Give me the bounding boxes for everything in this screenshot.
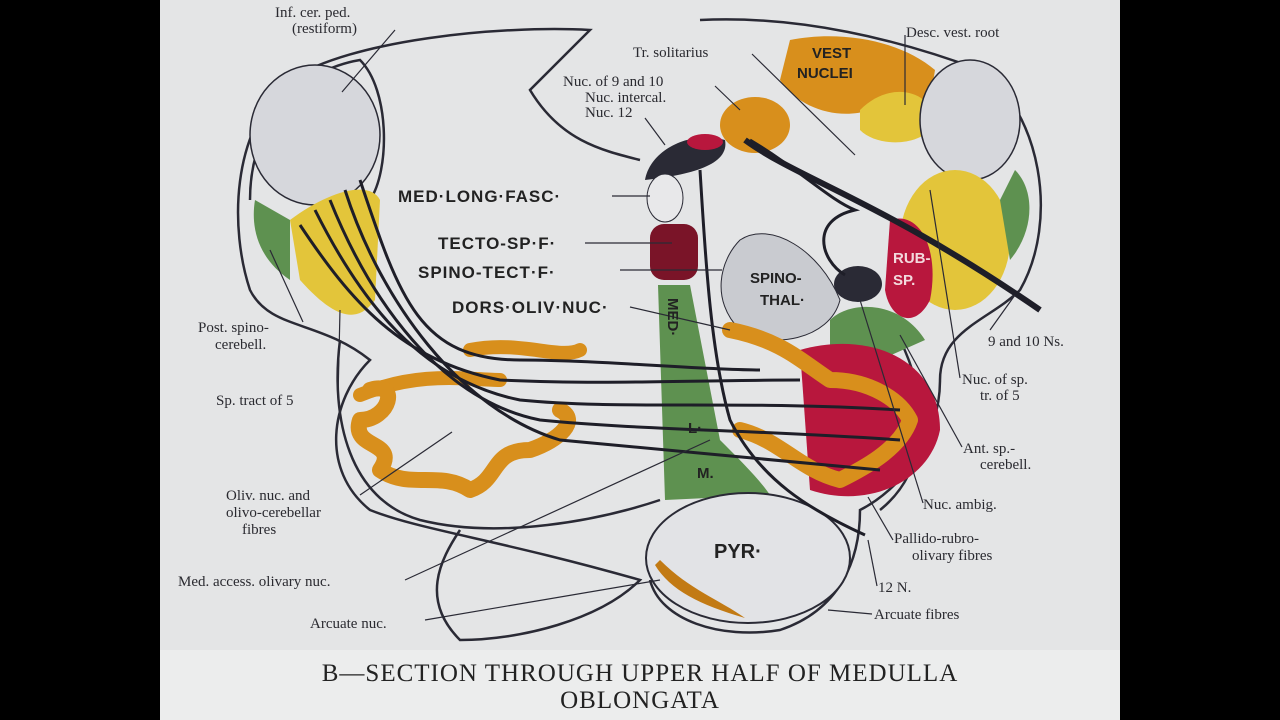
label-med-access: Med. access. olivary nuc.	[178, 574, 331, 590]
label-lem-m: M.	[697, 465, 714, 482]
caption-line-2: OBLONGATA	[560, 687, 720, 714]
label-arcuate-fibres: Arcuate fibres	[874, 607, 960, 623]
label-spino-tect: SPINO-TECT·F·	[418, 263, 556, 282]
post-spinocerebellar-tract	[253, 200, 290, 280]
label-tr-of-5: tr. of 5	[980, 388, 1020, 404]
med-long-fasc	[646, 173, 684, 223]
label-desc-vest-root: Desc. vest. root	[906, 25, 1000, 41]
label-oliv-nuc: Oliv. nuc. and	[226, 488, 311, 504]
vagus-fibres	[743, 137, 1042, 313]
label-post-spino: Post. spino-	[198, 320, 269, 336]
label-nuclei: NUCLEI	[797, 65, 853, 82]
label-pallido: Pallido-rubro-	[894, 531, 979, 547]
label-inf-cer-ped: Inf. cer. ped.	[275, 5, 351, 21]
olivo-cerebellar-fibre	[328, 199, 901, 442]
label-fibres: fibres	[242, 522, 277, 538]
label-olivo-cereb: olivo-cerebellar	[226, 505, 321, 521]
hypoglossal-nerve-12n	[698, 169, 866, 537]
label-ant-sp: Ant. sp.-	[963, 441, 1016, 457]
label-post-cerebell: cerebell.	[215, 337, 267, 353]
caption-line-1: B—SECTION THROUGH UPPER HALF OF MEDULLA	[321, 660, 959, 687]
nuc-intercal	[687, 134, 723, 150]
medulla-outline-left	[236, 27, 643, 642]
rubrospinal-tract	[885, 218, 933, 319]
label-thal: THAL·	[760, 292, 805, 309]
vagus-fibres	[749, 138, 861, 277]
label-rub: RUB-	[893, 250, 931, 267]
label-nuc-sp: Nuc. of sp.	[962, 372, 1028, 388]
label-pyr: PYR·	[714, 541, 762, 563]
label-restiform: (restiform)	[292, 21, 357, 37]
label-lem-l: L·	[688, 420, 703, 437]
tecto-spinal-fasc	[650, 224, 698, 280]
inferior-olive-right	[722, 322, 918, 488]
label-ant-cerebell: cerebell.	[980, 457, 1032, 473]
inferior-olive-left	[350, 380, 576, 498]
olivo-cerebellar-fibre	[298, 224, 801, 384]
label-nuc-12: Nuc. 12	[585, 105, 633, 121]
label-olivary-fibres: olivary fibres	[912, 548, 993, 564]
lateral-green-tract	[1000, 170, 1030, 260]
label-9-10-ns: 9 and 10 Ns.	[988, 334, 1064, 350]
label-tecto-sp: TECTO-SP·F·	[438, 234, 557, 253]
label-arcuate-nuc: Arcuate nuc.	[310, 616, 387, 632]
label-tr-solitarius: Tr. solitarius	[633, 45, 709, 61]
olivo-cerebellar-fibre	[313, 209, 901, 412]
label-spino: SPINO-	[750, 270, 802, 287]
caption-strip	[160, 650, 1120, 720]
medulla-outline-right	[648, 18, 1043, 634]
label-nuc-9-10: Nuc. of 9 and 10	[563, 74, 664, 90]
desc-vest-root-area	[860, 91, 935, 143]
label-nuc-ambig: Nuc. ambig.	[923, 497, 997, 513]
label-12n: 12 N.	[878, 580, 912, 596]
medial-lemniscus	[658, 285, 770, 500]
label-sp: SP.	[893, 272, 916, 289]
label-med-lem: MED·	[664, 298, 681, 337]
label-nuc-intercal: Nuc. intercal.	[585, 90, 667, 106]
olivo-cerebellar-fibre	[343, 189, 881, 472]
label-dors-oliv: DORS·OLIV·NUC·	[452, 298, 609, 317]
spinothalamic-tract	[720, 233, 841, 341]
nuc-ambig	[834, 266, 882, 302]
label-vest: VEST	[812, 45, 852, 62]
olivo-cerebellar-fibre	[358, 179, 761, 372]
lateral-gray-body	[919, 59, 1021, 181]
label-med-long-fasc: MED·LONG·FASC·	[398, 187, 562, 206]
nuc-9-10	[720, 97, 790, 153]
label-sp-tract-5: Sp. tract of 5	[216, 393, 294, 409]
arcuate-nuc	[655, 560, 745, 618]
